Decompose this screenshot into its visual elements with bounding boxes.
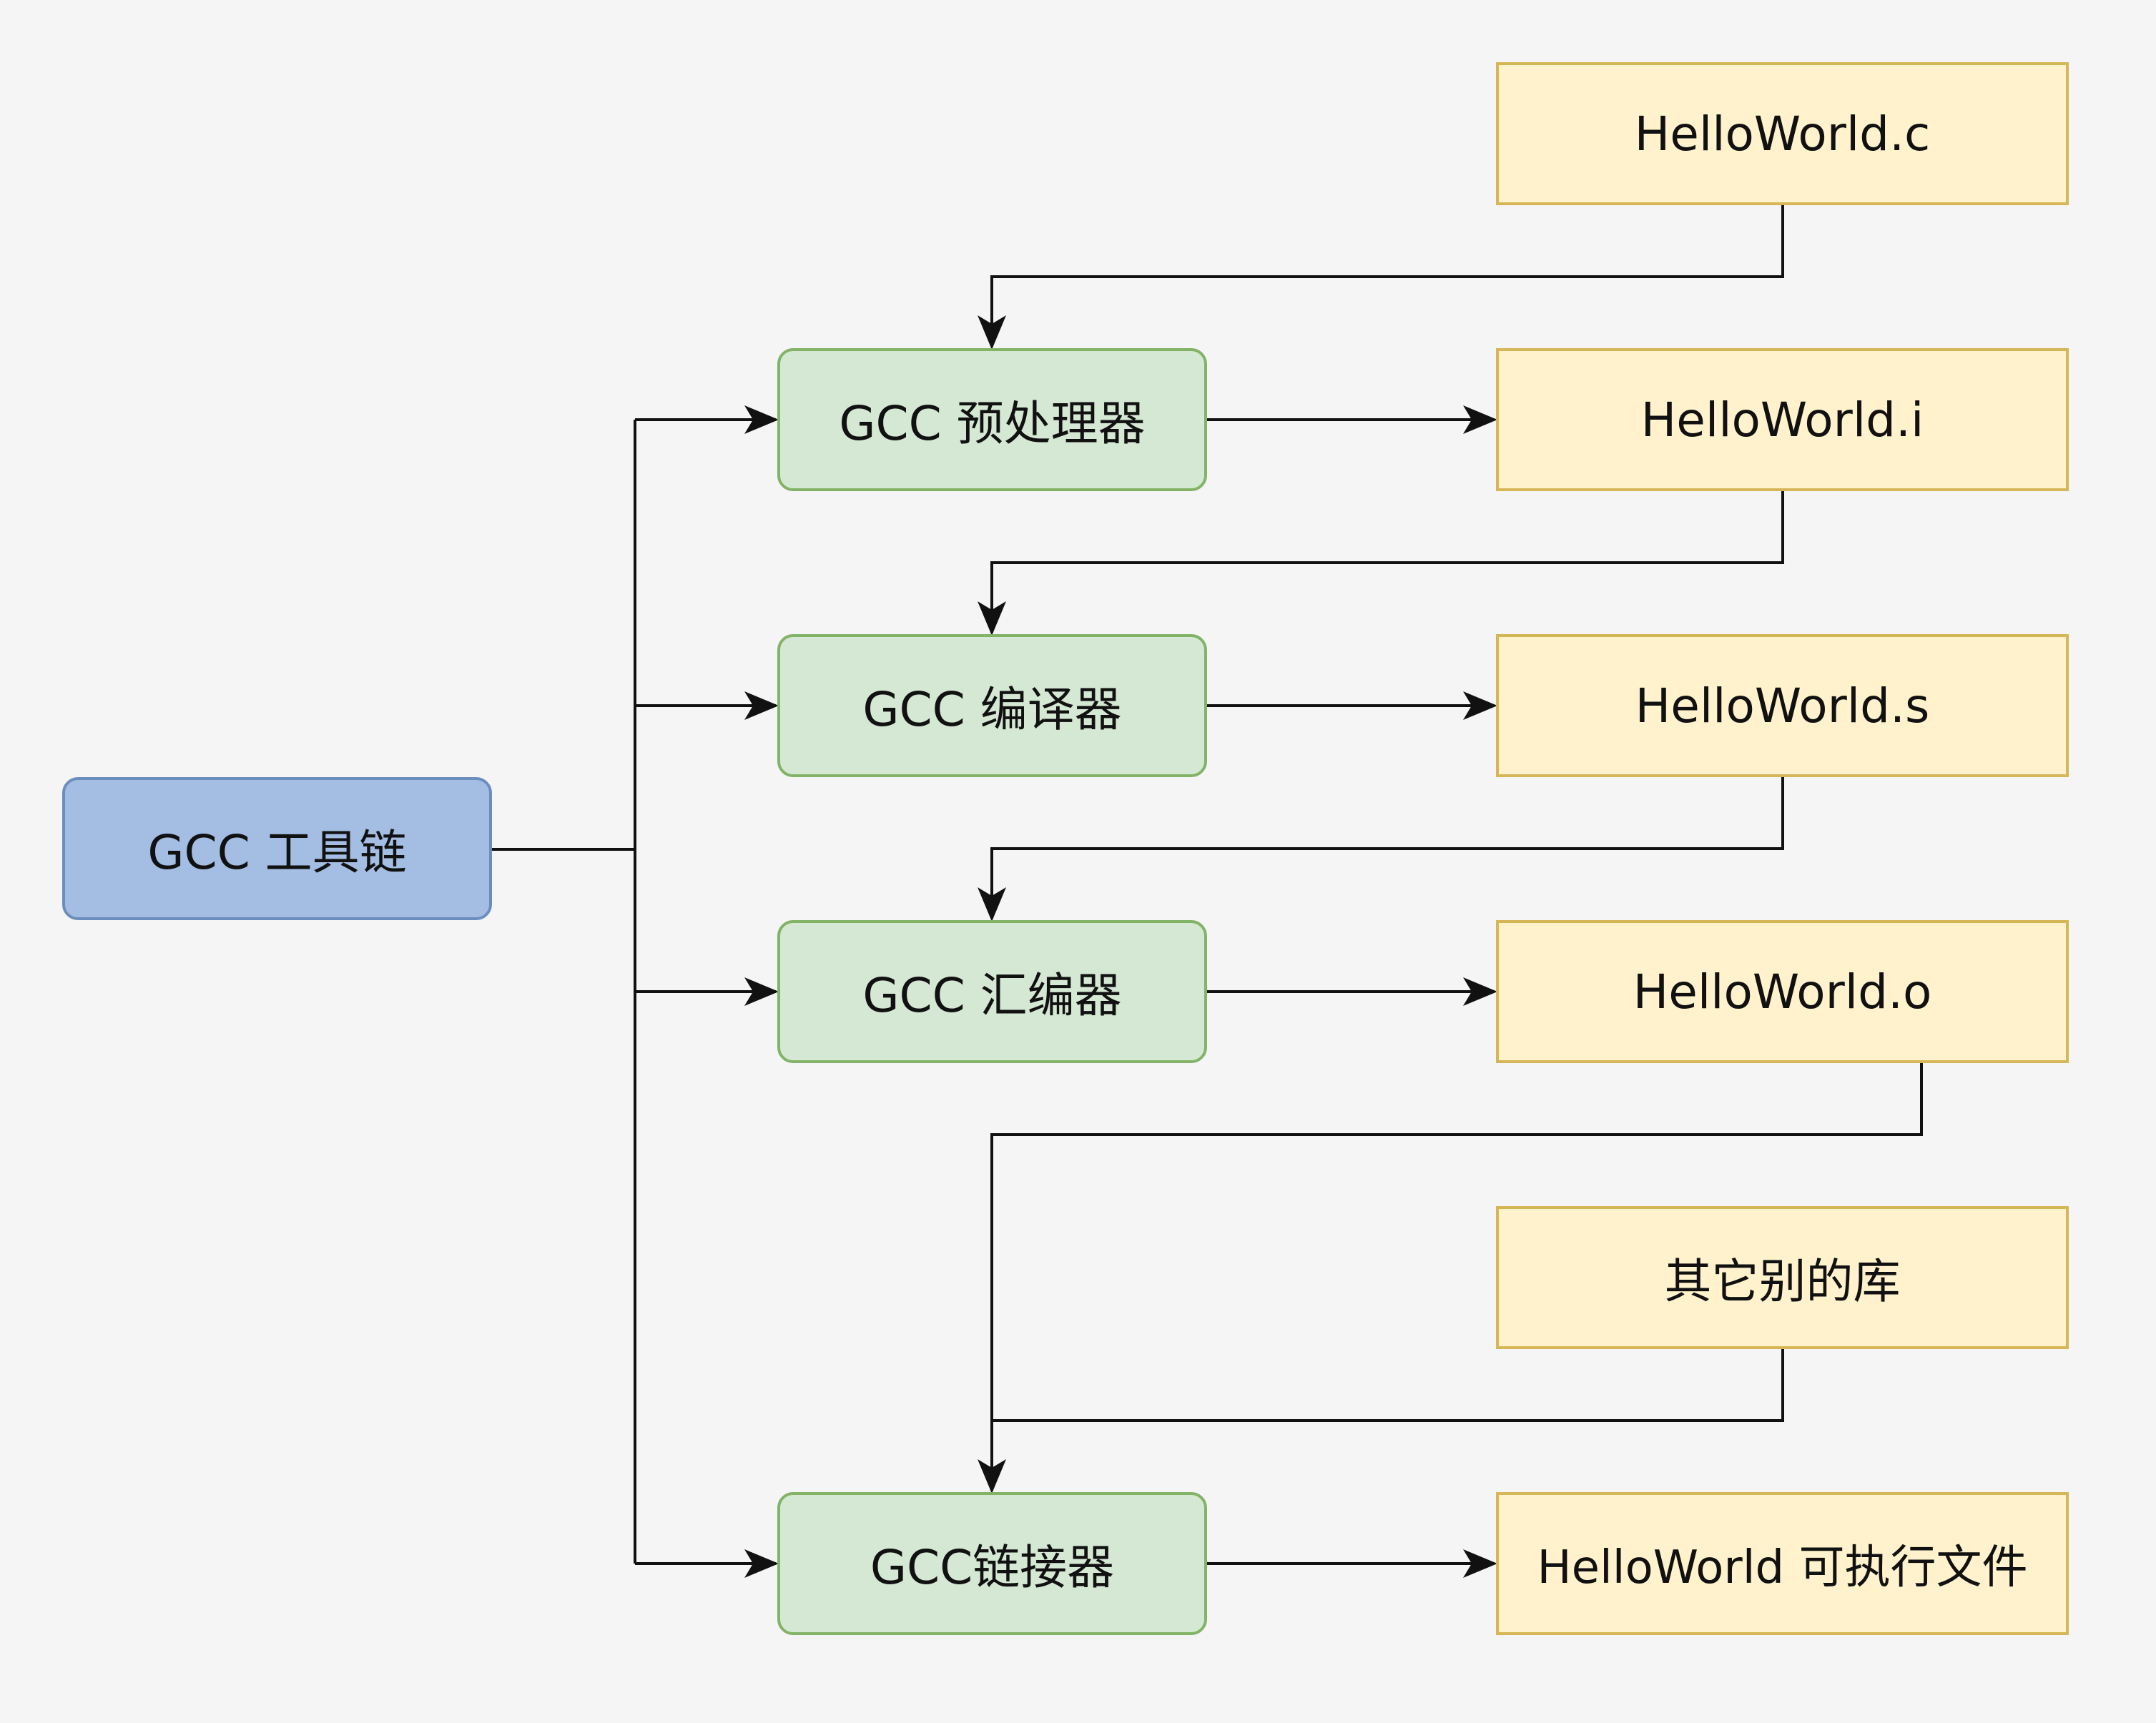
file-helloworld-o-label: HelloWorld.o [1633,964,1932,1020]
node-gcc-compiler: GCC 编译器 [777,634,1207,777]
file-helloworld-c: HelloWorld.c [1496,62,2069,205]
file-other-libraries-label: 其它别的库 [1664,1254,1901,1309]
file-other-libraries: 其它别的库 [1496,1206,2069,1349]
file-helloworld-c-label: HelloWorld.c [1634,106,1931,162]
node-gcc-assembler-label: GCC 汇编器 [862,968,1122,1023]
node-gcc-assembler: GCC 汇编器 [777,920,1207,1063]
file-helloworld-executable: HelloWorld 可执行文件 [1496,1492,2069,1635]
node-gcc-toolchain-label: GCC 工具链 [147,825,407,880]
node-gcc-linker: GCC链接器 [777,1492,1207,1635]
file-helloworld-i: HelloWorld.i [1496,348,2069,491]
file-helloworld-i-label: HelloWorld.i [1640,392,1924,448]
node-gcc-preprocessor-label: GCC 预处理器 [839,396,1146,451]
arrow-s-to-assembler [978,777,1784,922]
node-gcc-preprocessor: GCC 预处理器 [777,348,1207,491]
arrow-c-to-preprocessor [978,205,1784,350]
file-helloworld-s-label: HelloWorld.s [1635,678,1930,734]
arrow-i-to-compiler [978,491,1784,636]
node-gcc-linker-label: GCC链接器 [870,1540,1115,1595]
file-helloworld-o: HelloWorld.o [1496,920,2069,1063]
file-helloworld-executable-label: HelloWorld 可执行文件 [1537,1541,2028,1594]
arrow-o-to-linker [978,1063,1923,1494]
file-helloworld-s: HelloWorld.s [1496,634,2069,777]
node-gcc-toolchain: GCC 工具链 [62,777,492,920]
connector-libraries-to-linker [992,1349,1784,1422]
node-gcc-compiler-label: GCC 编译器 [862,682,1122,737]
